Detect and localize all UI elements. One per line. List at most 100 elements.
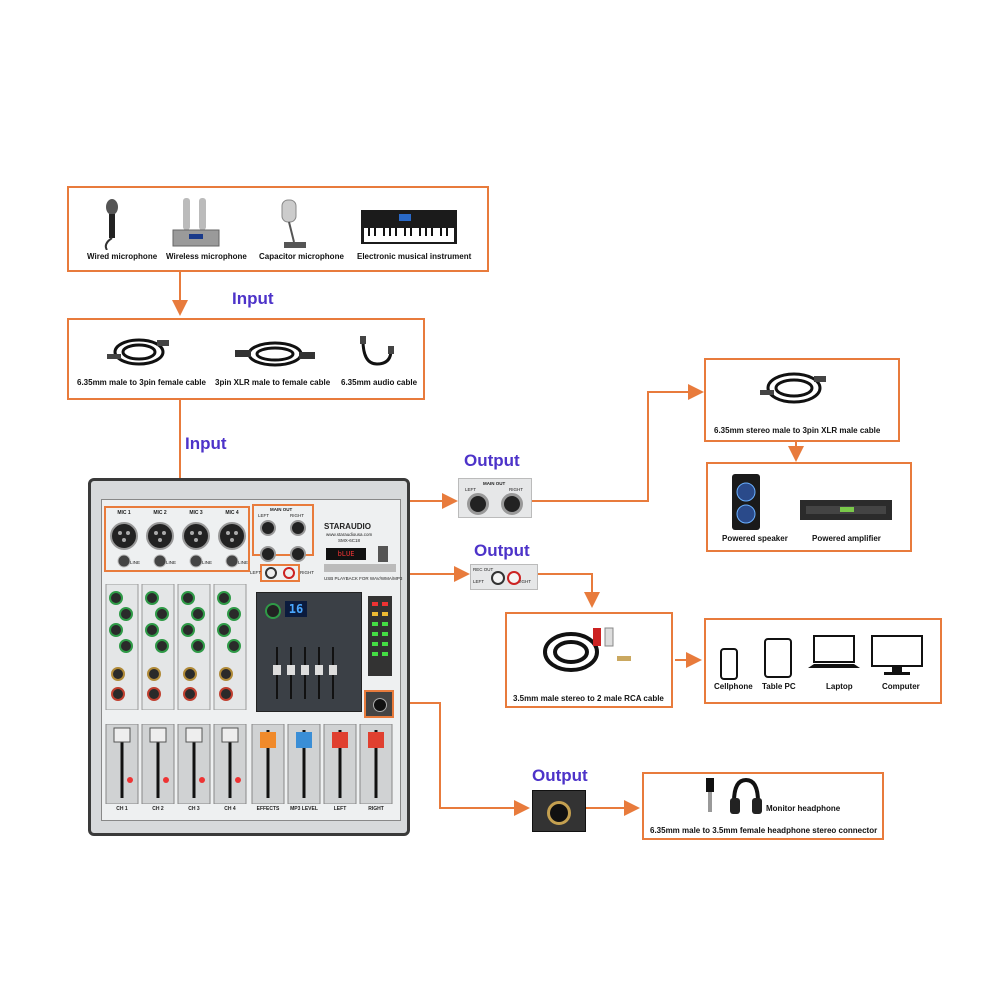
- cellphone-icon: [720, 648, 738, 680]
- headphone-adapter-icon: [706, 778, 714, 812]
- headphone-connector-label: 6.35mm male to 3.5mm female headphone st…: [650, 826, 878, 835]
- rec-out-rca-jacks[interactable]: [262, 566, 298, 580]
- rec-devices-box: Cellphone Table PC Laptop Computer: [704, 618, 942, 704]
- monitor-headphone-icon: [730, 777, 762, 814]
- fader-bank[interactable]: [104, 724, 398, 804]
- arrow-phones-to-jack: [386, 702, 530, 816]
- main-out-jack-right-socket: [501, 493, 523, 515]
- usb-transport-buttons[interactable]: [324, 564, 396, 572]
- rec-device-label-tablet: Table PC: [762, 682, 796, 691]
- rec-out-jack-left: LEFT: [473, 579, 485, 584]
- mixer-main-out-left: LEFT: [258, 513, 270, 518]
- mic-label-3: MIC 3: [189, 510, 203, 516]
- mixer-website: www.staraudiousa.com: [326, 532, 373, 537]
- mixer-main-out-title: MAIN OUT: [270, 507, 293, 512]
- main-devices-box: Powered speaker Powered amplifier: [706, 462, 912, 552]
- headphone-label: Monitor headphone: [766, 804, 841, 813]
- effects-panel: 16: [256, 592, 362, 712]
- powered-speaker-icon: [732, 474, 760, 530]
- arrow-recjack-to-rca: [536, 573, 600, 608]
- rca-cable-label: 3.5mm male stereo to 2 male RCA cable: [513, 694, 664, 703]
- phones-jack-closeup: [532, 790, 586, 832]
- phones-jack[interactable]: [364, 690, 394, 718]
- line-label-2: LINE: [166, 560, 177, 565]
- xlr-inputs[interactable]: [106, 518, 250, 570]
- rec-device-label-laptop: Laptop: [826, 682, 853, 691]
- usb-port[interactable]: [378, 546, 388, 562]
- fader-label-ch2: CH 2: [152, 806, 164, 812]
- mixer-rec-out-right: RIGHT: [300, 570, 314, 575]
- rec-device-label-cellphone: Cellphone: [714, 682, 753, 691]
- mixer-usb-text: USB PLAYBACK FOR WAV/WMA/MP3: [324, 576, 403, 581]
- input-label-2: Input: [185, 434, 227, 453]
- fader-label-ch3: CH 3: [188, 806, 200, 812]
- rec-out-jack-right: RIGHT: [517, 579, 531, 584]
- dsp-knob[interactable]: [265, 603, 281, 619]
- main-out-jack-title: MAIN OUT: [483, 481, 506, 486]
- source-label-wired: Wired microphone: [87, 252, 158, 261]
- dsp-display: 16: [285, 601, 307, 617]
- output-label-phones: Output: [532, 766, 588, 785]
- line-label-4: LINE: [238, 560, 249, 565]
- main-out-jacks[interactable]: [254, 518, 314, 578]
- output-label-main: Output: [464, 451, 520, 470]
- mixer: MIC 1 MIC 2 MIC 3 MIC 4 LINE LINE LINE L…: [88, 478, 410, 836]
- source-label-wireless: Wireless microphone: [166, 252, 247, 261]
- sources-box: Wired microphone Wireless microphone Cap…: [67, 186, 489, 272]
- fader-label-ch1: CH 1: [116, 806, 128, 812]
- main-out-highlight: [252, 504, 314, 556]
- cable-label-trs-xlr: 6.35mm male to 3pin female cable: [77, 378, 206, 387]
- mic-input-highlight: [104, 506, 250, 572]
- mixer-faceplate: MIC 1 MIC 2 MIC 3 MIC 4 LINE LINE LINE L…: [101, 499, 403, 821]
- keyboard-icon: [361, 210, 457, 244]
- rca-cable-box: 3.5mm male stereo to 2 male RCA cable: [505, 612, 673, 708]
- main-out-jack-left: LEFT: [465, 487, 477, 492]
- line-label-3: LINE: [202, 560, 213, 565]
- rca-cable-icon: [543, 627, 631, 672]
- main-out-jack-closeup: MAIN OUT LEFT RIGHT: [458, 478, 532, 518]
- capacitor-microphone-icon: [281, 199, 306, 248]
- source-label-instrument: Electronic musical instrument: [357, 252, 472, 261]
- main-device-label-amplifier: Powered amplifier: [812, 534, 881, 543]
- main-cable-box: 6.35mm stereo male to 3pin XLR male cabl…: [704, 358, 900, 442]
- mic-label-4: MIC 4: [225, 510, 239, 516]
- fader-label-mp3: MP3 LEVEL: [290, 806, 318, 812]
- computer-monitor-icon: [871, 635, 923, 675]
- channel-knobs[interactable]: [104, 584, 252, 710]
- mixer-model: SMX-6C18: [338, 538, 361, 543]
- mixer-brand: STARAUDIO: [324, 522, 371, 531]
- main-out-jack-left-socket: [467, 493, 489, 515]
- rec-out-jack-closeup: REC OUT LEFT RIGHT: [470, 564, 538, 590]
- xlr-cable-icon: [235, 341, 315, 367]
- main-device-label-speaker: Powered speaker: [722, 534, 788, 543]
- powered-amplifier-icon: [800, 500, 892, 520]
- fader-label-right: RIGHT: [368, 806, 384, 812]
- rec-out-jack-left-socket: [491, 571, 505, 585]
- mic-label-1: MIC 1: [117, 510, 131, 516]
- input-label-1: Input: [232, 289, 274, 308]
- tablet-icon: [764, 638, 792, 678]
- cable-label-xlr: 3pin XLR male to female cable: [215, 378, 331, 387]
- arrow-mainjack-to-cable: [530, 384, 704, 502]
- main-out-jack-right: RIGHT: [509, 487, 523, 492]
- mixer-rec-out-left: LEFT: [250, 570, 262, 575]
- trs-xlr-stereo-cable-icon: [760, 372, 826, 404]
- fader-label-left: LEFT: [333, 806, 347, 812]
- fader-label-effects: EFFECTS: [256, 806, 280, 812]
- audio-cable-icon: [360, 336, 394, 366]
- mixer-main-out-right: RIGHT: [290, 513, 304, 518]
- rec-out-jack-right-socket: [507, 571, 521, 585]
- rec-out-jack-title: REC OUT: [473, 567, 494, 572]
- output-label-rec: Output: [474, 541, 530, 560]
- cable-label-audio: 6.35mm audio cable: [341, 378, 418, 387]
- rec-device-label-computer: Computer: [882, 682, 920, 691]
- eq-sliders[interactable]: [271, 645, 341, 701]
- level-meter: [368, 596, 392, 676]
- fader-label-ch4: CH 4: [224, 806, 236, 812]
- line-label-1: LINE: [130, 560, 141, 565]
- cables-box: 6.35mm male to 3pin female cable 3pin XL…: [67, 318, 425, 400]
- laptop-icon: [808, 635, 860, 668]
- trs-xlr-cable-icon: [107, 338, 169, 366]
- wireless-microphone-icon: [172, 198, 220, 247]
- mic-label-2: MIC 2: [153, 510, 167, 516]
